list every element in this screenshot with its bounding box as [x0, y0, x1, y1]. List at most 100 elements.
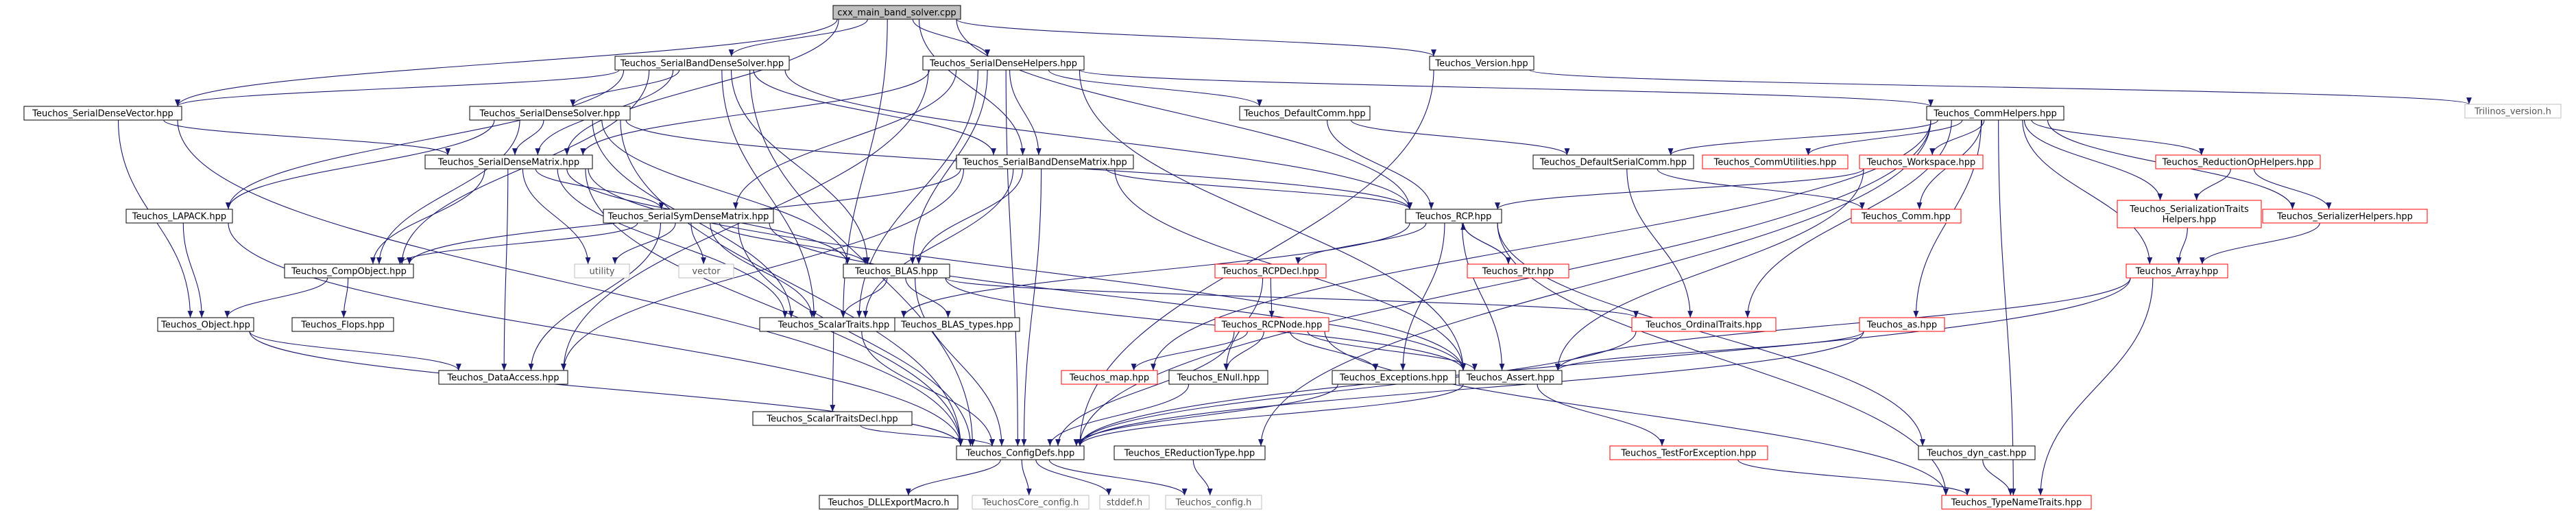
edge-rcpnode-to-cd	[1055, 331, 1235, 447]
node-obj[interactable]: Teuchos_Object.hpp	[157, 317, 254, 332]
node-box	[956, 445, 1085, 460]
node-box	[1702, 154, 1849, 169]
node-blas[interactable]: Teuchos_BLAS.hpp	[843, 263, 950, 279]
node-label: Teuchos_Ptr.hpp	[1482, 267, 1554, 277]
edge-dscomm-to-comm	[1657, 168, 1865, 210]
node-rcp[interactable]: Teuchos_RCP.hpp	[1405, 209, 1502, 224]
node-flops[interactable]: Teuchos_Flops.hpp	[291, 317, 394, 332]
node-dyn[interactable]: Teuchos_dyn_cast.hpp	[1918, 445, 2036, 460]
node-box	[1061, 370, 1158, 385]
node-tnt[interactable]: Teuchos_TypeNameTraits.hpp	[1941, 495, 2092, 510]
edge-cd-to-corecfg	[1021, 459, 1032, 496]
node-sdv[interactable]: Teuchos_SerialDenseVector.hpp	[23, 106, 182, 121]
node-sh[interactable]: Teuchos_SerializerHelpers.hpp	[2262, 209, 2428, 224]
node-box	[603, 209, 774, 224]
node-label: Teuchos_SerialDenseMatrix.hpp	[437, 158, 579, 168]
edge-sbdm-to-cd	[1021, 168, 1042, 447]
node-label: Teuchos_RCPDecl.hpp	[1221, 267, 1319, 277]
node-ptr[interactable]: Teuchos_Ptr.hpp	[1467, 263, 1569, 279]
node-label: Teuchos_DefaultComm.hpp	[1243, 109, 1365, 119]
node-dll[interactable]: Teuchos_DLLExportMacro.h	[819, 495, 959, 510]
node-box	[1926, 106, 2065, 121]
node-ert[interactable]: Teuchos_EReductionType.hpp	[1114, 445, 1266, 460]
node-sdm[interactable]: Teuchos_SerialDenseMatrix.hpp	[424, 154, 593, 169]
node-co[interactable]: Teuchos_CompObject.hpp	[284, 263, 414, 279]
edge-co-to-flops	[341, 277, 349, 318]
node-corecfg: TeuchosCore_config.h	[972, 495, 1090, 510]
edge-sdv-to-cd	[177, 119, 963, 447]
edge-st-to-stdecl	[830, 331, 836, 412]
node-tfe[interactable]: Teuchos_TestForException.hpp	[1609, 445, 1768, 460]
node-ver[interactable]: Teuchos_Version.hpp	[1429, 56, 1534, 71]
edge-ws-to-assert	[1555, 168, 1864, 371]
node-blast[interactable]: Teuchos_BLAS_types.hpp	[894, 317, 1020, 332]
edge-ch-to-cd	[1077, 119, 1931, 447]
node-rcpnode[interactable]: Teuchos_RCPNode.hpp	[1214, 317, 1329, 332]
node-label: Teuchos_as.hpp	[1866, 320, 1937, 331]
edge-ch-to-sth	[2023, 119, 2163, 201]
node-label: utility	[590, 267, 615, 277]
edge-root-to-sdm	[564, 19, 839, 156]
node-box	[2117, 200, 2262, 228]
edge-sdh-to-blas	[909, 69, 988, 265]
node-box	[424, 154, 593, 169]
node-label: Teuchos_Array.hpp	[2135, 267, 2219, 277]
node-dcomm[interactable]: Teuchos_DefaultComm.hpp	[1239, 106, 1371, 121]
node-enull[interactable]: Teuchos_ENull.hpp	[1168, 370, 1268, 385]
node-dscomm[interactable]: Teuchos_DefaultSerialComm.hpp	[1532, 154, 1694, 169]
edge-sbds-to-st	[721, 69, 817, 318]
node-cu[interactable]: Teuchos_CommUtilities.hpp	[1702, 154, 1849, 169]
node-vector: vector	[678, 263, 734, 279]
node-roph[interactable]: Teuchos_ReductionOpHelpers.hpp	[2155, 154, 2321, 169]
node-label: Teuchos_map.hpp	[1069, 373, 1149, 384]
node-lapack[interactable]: Teuchos_LAPACK.hpp	[125, 209, 233, 224]
node-box	[678, 263, 734, 279]
node-label: Teuchos_RCPNode.hpp	[1221, 320, 1323, 331]
edge-ssdm-to-vector	[690, 222, 707, 265]
edge-array-to-assert	[1555, 277, 2131, 371]
node-label: Teuchos_CommUtilities.hpp	[1713, 158, 1837, 168]
node-label: Teuchos_Comm.hpp	[1861, 212, 1951, 222]
edge-sbds-to-sbdm	[753, 69, 996, 156]
node-box	[614, 56, 790, 71]
node-utility: utility	[574, 263, 630, 279]
edge-ptr-to-rcp	[1460, 222, 1509, 265]
node-root[interactable]: cxx_main_band_solver.cpp	[832, 5, 961, 20]
node-assert[interactable]: Teuchos_Assert.hpp	[1458, 370, 1563, 385]
node-cd[interactable]: Teuchos_ConfigDefs.hpp	[956, 445, 1085, 460]
node-stdecl[interactable]: Teuchos_ScalarTraitsDecl.hpp	[752, 411, 913, 426]
node-label: Teuchos_Flops.hpp	[300, 320, 385, 331]
edge-as-to-assert	[1555, 331, 1864, 371]
node-sds[interactable]: Teuchos_SerialDenseSolver.hpp	[469, 106, 631, 121]
edge-sdm-to-co	[370, 168, 485, 265]
edge-sdm-to-utility	[522, 168, 591, 265]
node-ssdm[interactable]: Teuchos_SerialSymDenseMatrix.hpp	[603, 209, 774, 224]
edge-sbds-to-sdv	[175, 69, 620, 107]
node-sbdm[interactable]: Teuchos_SerialBandDenseMatrix.hpp	[956, 154, 1134, 169]
node-ws[interactable]: Teuchos_Workspace.hpp	[1859, 154, 1984, 169]
node-label: Teuchos_SerialBandDenseSolver.hpp	[620, 59, 784, 69]
node-st[interactable]: Teuchos_ScalarTraits.hpp	[759, 317, 908, 332]
node-as[interactable]: Teuchos_as.hpp	[1859, 317, 1945, 332]
node-sdh[interactable]: Teuchos_SerialDenseHelpers.hpp	[922, 56, 1085, 71]
node-label: TeuchosCore_config.h	[982, 498, 1079, 508]
edge-ws-to-rcp	[1495, 168, 1864, 210]
node-da[interactable]: Teuchos_DataAccess.hpp	[438, 370, 568, 385]
edge-lapack-to-obj	[182, 222, 205, 318]
node-ot[interactable]: Teuchos_OrdinalTraits.hpp	[1631, 317, 1777, 332]
node-comm[interactable]: Teuchos_Comm.hpp	[1851, 209, 1962, 224]
node-sbds[interactable]: Teuchos_SerialBandDenseSolver.hpp	[614, 56, 790, 71]
node-array[interactable]: Teuchos_Array.hpp	[2126, 263, 2228, 279]
edge-stdecl-to-cd	[860, 425, 995, 447]
edge-rcp-to-dyn	[1497, 222, 1925, 447]
node-label: Teuchos_SerialDenseSolver.hpp	[479, 109, 621, 119]
node-exc[interactable]: Teuchos_Exceptions.hpp	[1332, 370, 1456, 385]
edge-array-to-tnt	[2038, 277, 2154, 496]
edge-roph-to-sh	[2253, 168, 2332, 210]
edge-enull-to-cd	[1047, 384, 1190, 447]
node-rcpdecl[interactable]: Teuchos_RCPDecl.hpp	[1214, 263, 1327, 279]
node-ch[interactable]: Teuchos_CommHelpers.hpp	[1926, 106, 2065, 121]
node-map[interactable]: Teuchos_map.hpp	[1061, 370, 1158, 385]
edge-rcp-to-assert	[1461, 222, 1505, 371]
